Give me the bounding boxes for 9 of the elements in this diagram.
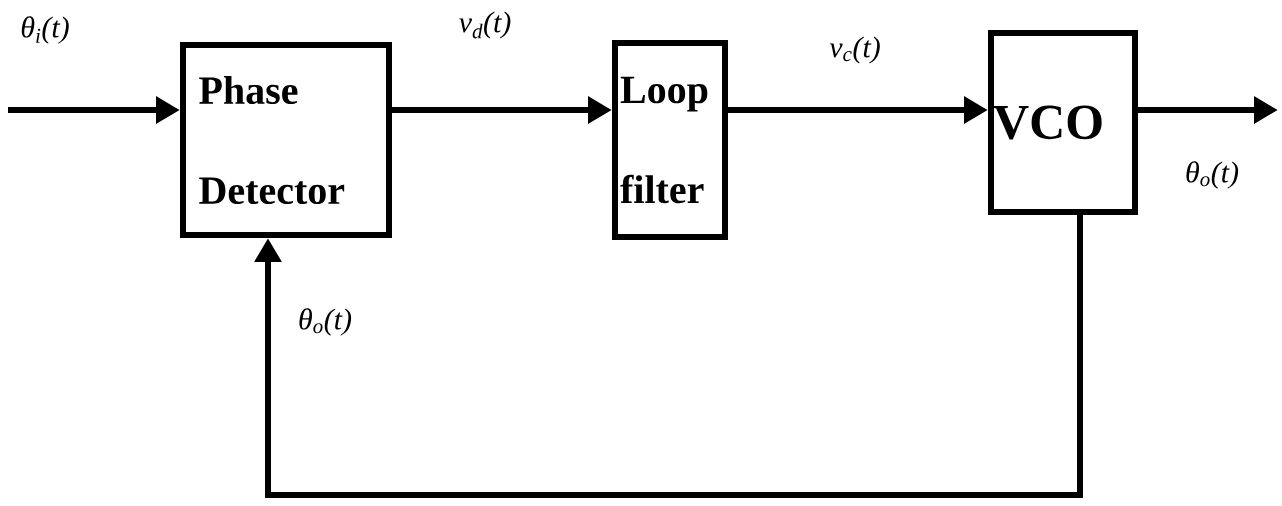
arrow	[254, 215, 1083, 498]
edge-label: θ$_{i}$(t)	[19, 15, 71, 45]
edge-label: θ$_{o}$(t)	[297, 307, 354, 337]
block-box: VCO	[988, 30, 1138, 215]
edge-label: v$_{c}$(t)	[828, 35, 882, 65]
block-box: Phase Detector	[180, 42, 392, 238]
edge-label: v$_{d}$(t)	[457, 10, 513, 40]
edge-label: θ$_{o}$(t)	[1184, 160, 1241, 190]
block-box: Loop filter	[612, 40, 728, 240]
